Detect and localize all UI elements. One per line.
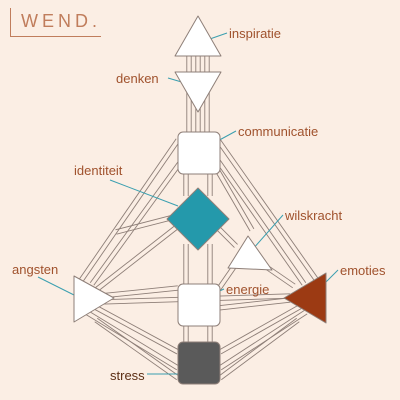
wend-logo: WEND. [10,8,101,37]
identiteit-center [166,187,230,251]
channel-communicatie-emoties-b [213,156,307,286]
channel-identiteit-energie-1 [207,244,213,284]
label-energie: energie [226,282,270,297]
leader-line-identiteit [109,179,179,207]
channel-communicatie-identiteit-1 [207,172,213,196]
label-stress: stress [110,368,145,383]
communicatie-center [177,131,221,175]
channel-communicatie-identiteit-0 [183,172,189,196]
leader-line-wilskracht [251,214,284,251]
label-wilskracht: wilskracht [285,208,343,223]
label-angsten: angsten [12,262,59,277]
channel-communicatie-angsten-b [89,158,185,286]
channel-angsten-identiteit [94,223,180,293]
channel-communicatie-emoties-a [215,138,321,284]
stress-center [177,341,221,385]
channel-emoties-stress-a [218,297,314,355]
channel-energie-stress-1 [207,326,213,344]
channel-communicatie-wilskracht [213,166,255,232]
channel-angsten-stress-c [94,317,180,381]
channel-emoties-stress-c [218,317,300,381]
leader-line-angsten [37,276,81,299]
emoties-center [283,272,327,324]
denken-center [174,71,222,113]
label-denken: denken [116,71,159,86]
label-emoties: emoties [340,263,386,278]
channel-energie-stress-0 [183,326,189,344]
energie-center [177,283,221,327]
wilskracht-center [227,235,273,271]
channel-communicatie-angsten-a [77,138,181,284]
center-shapes [73,15,327,385]
channel-emoties-stress-b [218,309,308,371]
label-identiteit: identiteit [74,163,123,178]
channel-identiteit-energie-0 [183,244,189,284]
angsten-center [73,275,115,323]
label-inspiratie: inspiratie [229,26,282,41]
channel-emoties-energie [217,297,291,311]
channel-angsten-energie [99,285,179,299]
label-communicatie: communicatie [238,124,319,139]
inspiratie-center [174,15,222,57]
